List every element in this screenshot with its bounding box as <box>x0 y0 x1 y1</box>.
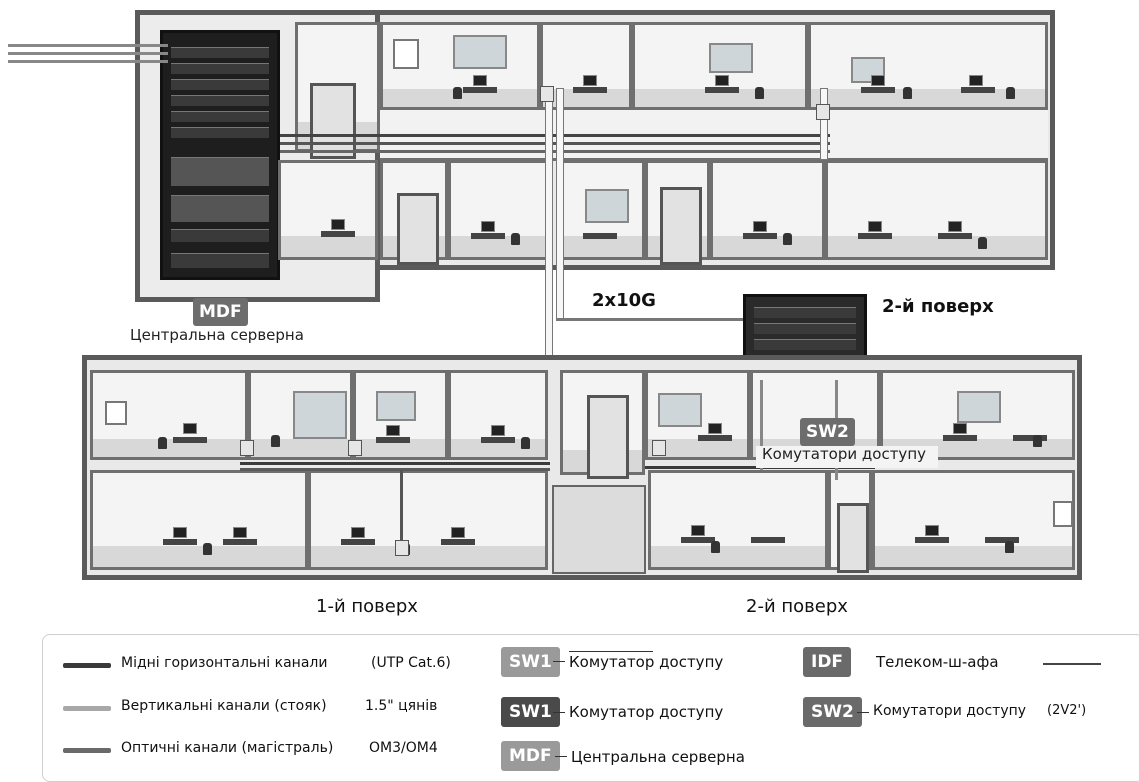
copper-line-swatch <box>63 663 111 668</box>
incoming-cable <box>8 44 168 47</box>
legend-sw2-badge: SW2 <box>803 697 862 727</box>
connector-line <box>553 712 565 713</box>
legend-sw1-badge-dark: SW1 <box>501 697 560 727</box>
telecom-outlet <box>395 540 409 556</box>
legend-vertical-note: 1.5" цянів <box>365 698 438 714</box>
legend-optical-label: Оптичні канали (магістраль) <box>121 740 334 756</box>
connector-line <box>553 661 565 662</box>
fiber-backbone <box>280 150 830 153</box>
vertical-line-swatch <box>63 706 111 711</box>
connector-line <box>555 756 567 757</box>
uplink-label: 2x10G <box>592 290 656 311</box>
legend-copper-note: (UTP Cat.6) <box>371 655 451 671</box>
mdf-caption: Центральна серверна <box>130 326 304 344</box>
fiber-backbone <box>280 142 830 145</box>
telecom-outlet <box>816 104 830 120</box>
connector-line <box>857 712 869 713</box>
legend-mdf-text: Центральна серверна <box>571 748 745 766</box>
legend-vertical-label: Вертикальні канали (стояк) <box>121 698 327 714</box>
sw2-caption: Комутатори доступу <box>762 445 926 463</box>
telecom-outlet <box>652 440 666 456</box>
staircase <box>552 485 646 574</box>
fiber-backbone <box>280 134 830 137</box>
incoming-cable <box>8 60 168 63</box>
vertical-drop <box>760 380 763 470</box>
vertical-riser <box>556 88 564 320</box>
idf-floor-label: 2-й поверх <box>882 296 994 317</box>
optical-line-swatch <box>63 748 111 753</box>
sw2-badge: SW2 <box>800 418 855 446</box>
floor2-label: 2-й поверх <box>746 596 848 617</box>
telecom-outlet <box>348 440 362 456</box>
floor1-label: 1-й поверх <box>316 596 418 617</box>
legend-panel: Мідні горизонтальні канали (UTP Cat.6) В… <box>42 634 1139 782</box>
copper-horizontal <box>240 468 550 471</box>
mdf-badge: MDF <box>193 298 248 326</box>
connector-line <box>1043 663 1101 665</box>
copper-drop <box>400 470 403 550</box>
legend-sw2-text: Комутатори доступу <box>873 703 1027 719</box>
legend-sw1-text-dark: Комутатор доступу <box>569 703 724 721</box>
telecom-outlet <box>240 440 254 456</box>
legend-sw1-text-light: Комутатор доступу <box>569 653 724 671</box>
legend-idf-badge: IDF <box>803 647 852 677</box>
telecom-outlet <box>540 86 554 102</box>
legend-idf-text: Телеком-ш-афа <box>876 653 999 671</box>
sw2-caption-bg <box>756 446 938 468</box>
strike-line <box>569 651 653 652</box>
incoming-cable <box>8 52 168 55</box>
legend-sw2-note: (2V2') <box>1047 703 1087 718</box>
uplink-cable <box>556 318 756 321</box>
legend-copper-label: Мідні горизонтальні канали <box>121 655 328 671</box>
legend-optical-note: OM3/OM4 <box>369 740 438 756</box>
legend-sw1-badge-light: SW1 <box>501 647 560 677</box>
copper-horizontal <box>240 462 550 465</box>
mdf-server-rack <box>160 30 280 280</box>
vertical-riser <box>820 88 828 160</box>
legend-mdf-badge: MDF <box>501 741 560 771</box>
